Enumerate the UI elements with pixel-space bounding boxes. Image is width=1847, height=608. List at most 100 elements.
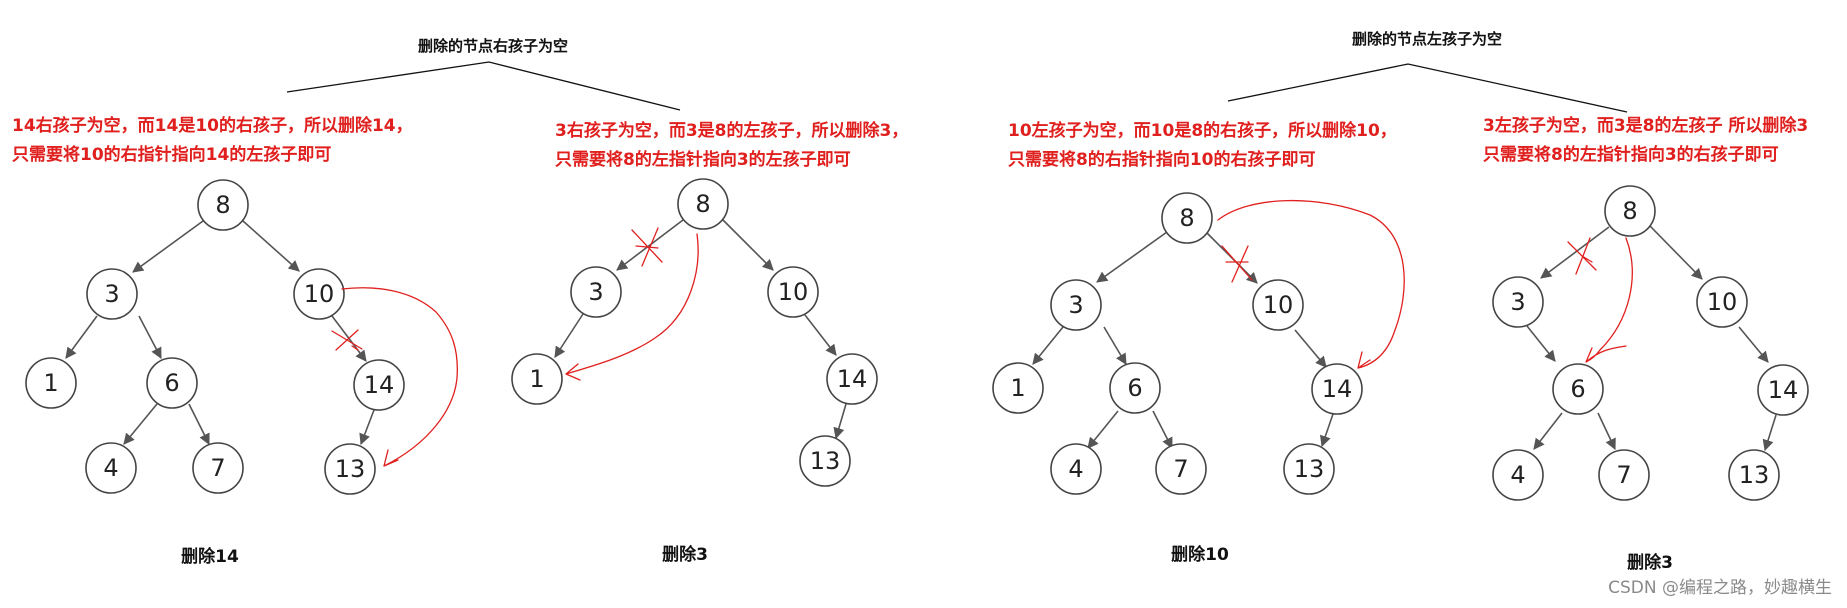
panel2-edges bbox=[554, 218, 847, 440]
panel-delete-10: 10左孩子为空，而10是8的右孩子，所以删除10， 只需要将8的右指针指向10的… bbox=[992, 120, 1405, 565]
edge-6-7 bbox=[188, 403, 210, 446]
panel4-caption: 删除3 bbox=[1627, 552, 1673, 573]
node-14: 14 bbox=[1757, 364, 1809, 416]
node-10: 10 bbox=[1696, 276, 1748, 328]
edge-14-13 bbox=[1319, 413, 1334, 448]
svg-text:8: 8 bbox=[1622, 197, 1637, 225]
heading-bracket-right-group bbox=[1227, 63, 1628, 113]
panel1-note-line2: 只需要将10的右指针指向14的左孩子即可 bbox=[12, 144, 331, 165]
svg-text:3: 3 bbox=[1068, 291, 1083, 319]
node-3: 3 bbox=[86, 268, 138, 320]
node-3: 3 bbox=[570, 266, 622, 318]
edge-10-14 bbox=[804, 314, 837, 356]
edge-10-14 bbox=[1294, 329, 1327, 368]
svg-text:14: 14 bbox=[364, 371, 395, 399]
edge-3-1 bbox=[554, 313, 584, 358]
panel-delete-14: 14右孩子为空，而14是10的右孩子，所以删除14， 只需要将10的右指针指向1… bbox=[12, 115, 458, 567]
edge-10-14 bbox=[1738, 326, 1769, 363]
svg-text:1: 1 bbox=[529, 365, 544, 393]
node-14: 14 bbox=[1311, 363, 1363, 415]
svg-text:6: 6 bbox=[1127, 374, 1142, 402]
panel-delete-3-left-empty: 3左孩子为空，而3是8的左孩子 所以删除3 只需要将8的左指针指向3的右孩子即可… bbox=[1483, 115, 1809, 573]
edge-8-3 bbox=[1540, 226, 1610, 279]
svg-text:7: 7 bbox=[1173, 455, 1188, 483]
edge-8-3 bbox=[616, 219, 684, 271]
panel4-note-line1: 3左孩子为空，而3是8的左孩子 所以删除3 bbox=[1483, 115, 1808, 136]
panel3-redirect-arrow bbox=[1217, 199, 1405, 369]
svg-text:14: 14 bbox=[1322, 375, 1353, 403]
edge-14-13 bbox=[359, 409, 375, 446]
svg-text:10: 10 bbox=[1707, 288, 1738, 316]
edge-3-6 bbox=[1526, 325, 1556, 362]
svg-text:3: 3 bbox=[1510, 288, 1525, 316]
edge-6-7 bbox=[1152, 410, 1173, 449]
node-7: 7 bbox=[192, 442, 244, 494]
svg-text:13: 13 bbox=[1739, 461, 1770, 489]
node-3: 3 bbox=[1050, 279, 1102, 331]
node-13: 13 bbox=[799, 435, 851, 487]
panel1-note-line1: 14右孩子为空，而14是10的右孩子，所以删除14， bbox=[12, 115, 413, 136]
panel-delete-3-right-empty: 3右孩子为空，而3是8的左孩子，所以删除3， 只需要将8的左指针指向3的左孩子即… bbox=[511, 120, 908, 565]
node-13: 13 bbox=[1728, 449, 1780, 501]
node-6: 6 bbox=[1109, 362, 1161, 414]
panel1-edges bbox=[65, 220, 375, 446]
edge-8-10 bbox=[242, 220, 300, 272]
panel4-edges bbox=[1526, 225, 1777, 452]
panel1-cross-mark bbox=[331, 329, 363, 351]
panel2-note-line1: 3右孩子为空，而3是8的左孩子，所以删除3， bbox=[555, 120, 908, 141]
svg-text:8: 8 bbox=[1179, 204, 1194, 232]
heading-bracket-left-group bbox=[286, 61, 681, 111]
node-10: 10 bbox=[293, 268, 345, 320]
node-10: 10 bbox=[1252, 279, 1304, 331]
panel1-redirect-arrow bbox=[341, 287, 458, 467]
node-7: 7 bbox=[1155, 443, 1207, 495]
edge-8-3 bbox=[1096, 231, 1168, 283]
svg-text:4: 4 bbox=[103, 454, 118, 482]
node-8: 8 bbox=[197, 179, 249, 231]
node-1: 1 bbox=[25, 357, 77, 409]
panel2-caption: 删除3 bbox=[662, 544, 708, 565]
svg-text:14: 14 bbox=[1768, 376, 1799, 404]
node-4: 4 bbox=[1050, 443, 1102, 495]
node-10: 10 bbox=[767, 266, 819, 318]
svg-text:10: 10 bbox=[778, 278, 809, 306]
panel1-caption: 删除14 bbox=[181, 546, 239, 567]
panel3-note-line2: 只需要将8的右指针指向10的右孩子即可 bbox=[1008, 149, 1316, 170]
node-4: 4 bbox=[85, 442, 137, 494]
heading-right-child-empty: 删除的节点右孩子为空 bbox=[418, 37, 568, 55]
node-3: 3 bbox=[1492, 276, 1544, 328]
panel2-redirect-arrow bbox=[565, 233, 699, 381]
edge-8-10 bbox=[1649, 225, 1703, 280]
node-6: 6 bbox=[146, 357, 198, 409]
svg-text:14: 14 bbox=[837, 365, 868, 393]
edge-3-6 bbox=[1103, 326, 1127, 365]
edge-8-10 bbox=[721, 218, 774, 271]
panel2-note-line2: 只需要将8的左指针指向3的左孩子即可 bbox=[555, 149, 851, 170]
svg-text:4: 4 bbox=[1510, 461, 1525, 489]
node-8: 8 bbox=[1604, 185, 1656, 237]
node-1: 1 bbox=[992, 362, 1044, 414]
svg-text:3: 3 bbox=[104, 280, 119, 308]
edge-3-1 bbox=[65, 315, 98, 359]
node-13: 13 bbox=[324, 443, 376, 495]
svg-text:8: 8 bbox=[695, 190, 710, 218]
edge-3-1 bbox=[1032, 326, 1064, 365]
svg-text:1: 1 bbox=[1010, 374, 1025, 402]
panel3-cross-mark bbox=[1221, 245, 1253, 283]
edge-8-3 bbox=[132, 220, 204, 273]
edge-3-6 bbox=[138, 315, 162, 359]
svg-text:8: 8 bbox=[215, 191, 230, 219]
edge-6-4 bbox=[123, 403, 158, 445]
watermark: CSDN @编程之路，妙趣横生 bbox=[1608, 578, 1832, 598]
edge-6-4 bbox=[1533, 412, 1563, 450]
svg-text:7: 7 bbox=[1616, 461, 1631, 489]
panel2-cross-mark bbox=[631, 227, 663, 267]
node-7: 7 bbox=[1598, 449, 1650, 501]
panel3-caption: 删除10 bbox=[1171, 544, 1229, 565]
node-6: 6 bbox=[1552, 363, 1604, 415]
node-8: 8 bbox=[677, 178, 729, 230]
node-13: 13 bbox=[1283, 443, 1335, 495]
edge-6-4 bbox=[1087, 410, 1119, 449]
svg-text:6: 6 bbox=[1570, 375, 1585, 403]
